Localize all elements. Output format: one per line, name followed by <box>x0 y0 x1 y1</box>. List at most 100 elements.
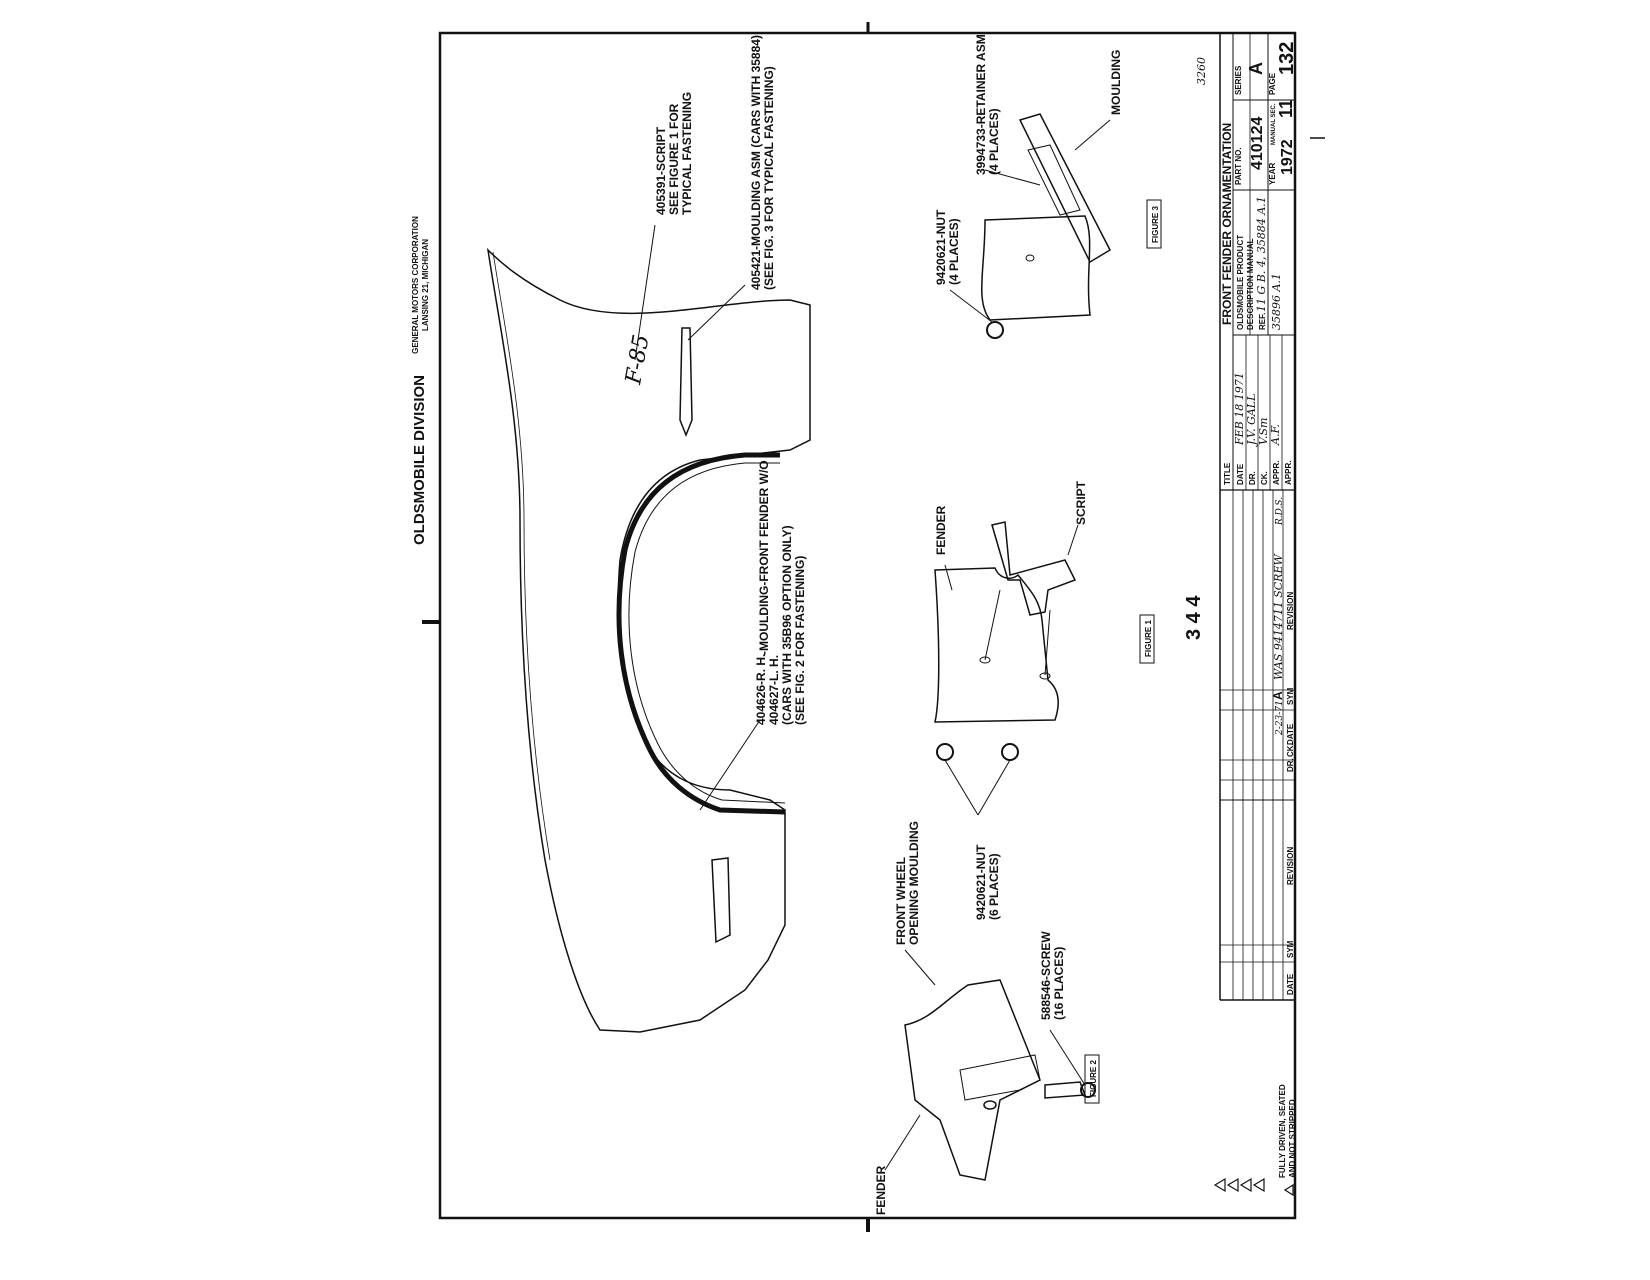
tb-appr: APPR. A.F. <box>1269 424 1282 485</box>
tb-col-date-text-2: DATE <box>1286 973 1295 995</box>
label-screw-line1: 588546-SCREW <box>1039 931 1053 1020</box>
label-front-wheel-line2: OPENING MOULDING <box>907 821 921 945</box>
figure-1-illustration <box>934 521 1079 816</box>
tb-manual-text: DESCRIPTION MANUAL <box>1246 238 1255 330</box>
tb-rev-sym-text: A <box>1271 691 1285 700</box>
fig3-nut <box>986 321 1004 339</box>
callout-front-wheel: FRONT WHEEL OPENING MOULDING <box>894 821 921 945</box>
tb-ck: CK. V.Sm <box>1257 418 1270 485</box>
leader-nut-16a <box>944 759 979 816</box>
corp-name: GENERAL MOTORS CORPORATION <box>411 216 420 354</box>
tb-ref-2: 35896 A.1 <box>1270 273 1283 330</box>
tb-col-revision-text-2: REVISION <box>1286 847 1295 885</box>
callout-moulding-asm-line2: (SEE FIG. 3 FOR TYPICAL FASTENING) <box>762 66 776 290</box>
tb-ck-value: V.Sm <box>1257 418 1270 445</box>
fig2-hole <box>983 1100 997 1110</box>
tb-part-no-label: PART NO. <box>1234 147 1243 185</box>
tb-year-label: YEAR <box>1268 163 1277 185</box>
leader-retainer <box>984 169 1041 186</box>
label-retainer-line2: (4 PLACES) <box>987 108 1001 175</box>
label-moulding-fig3: MOULDING <box>1109 50 1123 115</box>
label-nut-4-line1: 9420621-NUT <box>934 209 948 285</box>
label-script-fig1: SCRIPT <box>1074 480 1088 525</box>
tb-col-date-h: DATE <box>1286 723 1295 745</box>
triangle-symbols <box>1213 1177 1294 1197</box>
side-marker <box>711 857 731 944</box>
fig1-fender-panel <box>934 567 1059 723</box>
tb-dr-value: J.V. GALL <box>1245 394 1258 447</box>
fig1-stud-2 <box>1044 609 1051 676</box>
tb-manual-sec: MANUAL SEC. <box>1271 103 1277 145</box>
callout-script: 405391-SCRIPT SEE FIGURE 1 FOR TYPICAL F… <box>654 92 694 215</box>
tb-col-sym-text: SYM <box>1286 687 1295 705</box>
triangle-icon-1 <box>1213 1177 1226 1193</box>
tb-col-dr-h: DR. <box>1286 758 1295 772</box>
center-number: 3 4 4 <box>1183 595 1205 640</box>
tb-title-text: FRONT FENDER ORNAMENTATION <box>1220 123 1234 325</box>
fig1-nut-1 <box>936 743 954 761</box>
callout-script-fig1: SCRIPT <box>1074 480 1088 525</box>
tb-page-value: 132 <box>1276 42 1298 75</box>
callout-script-line1: 405391-SCRIPT <box>654 126 668 215</box>
tb-ref-value-2: 35896 A.1 <box>1270 273 1283 330</box>
tb-title-label-text: TITLE <box>1223 462 1232 485</box>
figure-2-box <box>1084 1054 1100 1104</box>
label-fender-fig2: FENDER <box>874 1165 888 1215</box>
callout-moulding-asm: 405421-MOULDING ASM (CARS WITH 35884) (S… <box>749 35 776 290</box>
tb-col-revision-h2: REVISION <box>1286 847 1295 885</box>
tb-manual: DESCRIPTION MANUAL <box>1246 238 1255 330</box>
fender-edge-line <box>492 251 551 861</box>
leader-nut-4 <box>949 289 993 323</box>
wheel-opening-moulding <box>616 452 786 815</box>
tb-col-sym-h: SYM <box>1286 687 1295 705</box>
tb-appr-value: A.F. <box>1269 424 1282 446</box>
callout-moulding-fig3: MOULDING <box>1109 50 1123 115</box>
tb-rev-text: WAS 9414711 SCREW <box>1272 553 1285 680</box>
tb-date-label: DATE <box>1236 463 1245 485</box>
tb-title-label: TITLE <box>1223 462 1232 485</box>
fig1-hole-2 <box>1039 672 1051 680</box>
tb-ref: REF. 11 G B. 4, 35884 A.1 <box>1255 196 1268 330</box>
triangle-icon-3 <box>1239 1177 1252 1193</box>
label-nut-4-line2: (4 PLACES) <box>947 218 961 285</box>
callout-front-fender-moulding: 404626-R. H. 404627-L. H. -MOULDING-FRON… <box>754 460 807 725</box>
figure-2-text: FIGURE 2 <box>1089 1060 1098 1097</box>
leader-screw <box>1049 1029 1086 1086</box>
tb-appr-label: APPR. <box>1272 461 1281 485</box>
tb-date-value: FEB 18 1971 <box>1233 372 1246 446</box>
fig3-hole <box>1025 254 1035 262</box>
fig2-clip <box>959 1054 1041 1101</box>
tb-col-ck-h: CK. <box>1286 743 1295 757</box>
tb-manual-sec-label: MANUAL SEC. <box>1271 103 1277 145</box>
figure-2-label: FIGURE 2 <box>1089 1060 1098 1097</box>
fig2-screw <box>1044 1081 1087 1099</box>
label-nut-16-line1: 9420621-NUT <box>974 844 988 920</box>
wheel-opening-inner <box>628 462 786 804</box>
tb-manual-sec-value: 11 <box>1276 99 1296 118</box>
center-number-text: 3 4 4 <box>1183 595 1205 640</box>
callout-ffm-lh: 404627-L. H. <box>767 655 781 725</box>
callout-ffm-see: (SEE FIG. 2 FOR FASTENING) <box>793 556 807 725</box>
leader-front-wheel <box>904 949 936 986</box>
callout-ffm-title: -MOULDING-FRONT FENDER W/O <box>757 460 771 655</box>
tb-col-ck-text: CK. <box>1286 743 1295 757</box>
tb-part-no-value-wrap: 410124 <box>1249 117 1266 170</box>
tb-col-revision-text: REVISION <box>1286 592 1295 630</box>
corner-code-text: 3260 <box>1195 57 1208 85</box>
tb-part-no: PART NO. <box>1234 147 1243 185</box>
corp-city: LANSING 21, MICHIGAN <box>421 239 430 331</box>
fender-moulding-strip <box>679 327 693 438</box>
tb-year: YEAR <box>1268 163 1277 185</box>
leader-fender-fig1 <box>944 564 953 591</box>
leader-fender-moulding <box>699 719 761 811</box>
label-screw-line2: (16 PLACES) <box>1052 947 1066 1020</box>
callout-nut-4: 9420621-NUT (4 PLACES) <box>934 209 961 285</box>
tb-dr-label: DR. <box>1248 471 1257 485</box>
tb-series: SERIES <box>1234 65 1243 95</box>
figure-3-illustration <box>949 113 1111 339</box>
fender-outline <box>486 247 811 1033</box>
tb-rev-date-text: 2-23-71 <box>1275 700 1285 736</box>
tb-series-value-wrap: A <box>1246 62 1266 75</box>
callout-retainer: 3994733-RETAINER ASM (4 PLACES) <box>974 34 1001 175</box>
